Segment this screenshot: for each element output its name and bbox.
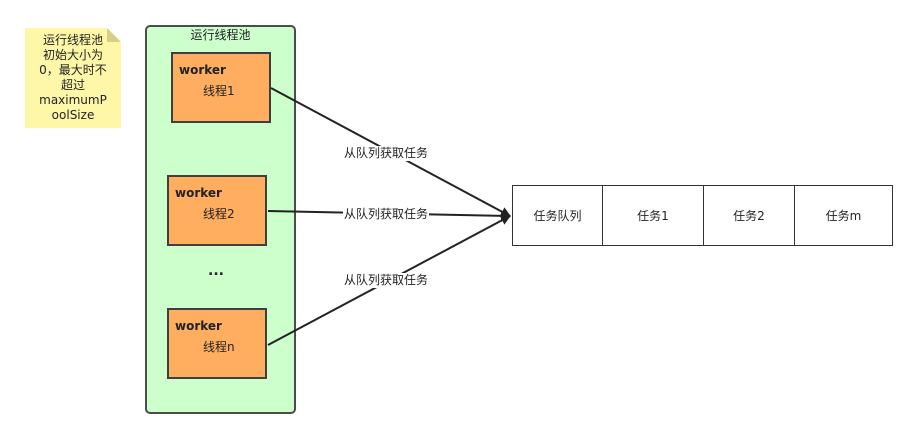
- worker-label: worker: [175, 319, 222, 333]
- worker-box-n: worker 线程n: [167, 308, 267, 379]
- thread-label: 线程1: [203, 84, 235, 98]
- sticky-note: 运行线程池 初始大小为 0，最大时不 超过 maximumP oolSize: [25, 28, 121, 128]
- worker-box-1: worker 线程1: [171, 52, 271, 123]
- task-queue: 任务队列 任务1 任务2 任务m: [512, 185, 893, 246]
- note-fold-corner: [107, 28, 121, 42]
- worker-label: worker: [179, 63, 226, 77]
- workers-ellipsis: ...: [208, 263, 224, 279]
- note-line: 0，最大时不: [39, 63, 107, 77]
- note-line: 超过: [60, 78, 85, 92]
- link-label-3: 从队列获取任务: [343, 273, 430, 288]
- pool-title: 运行线程池: [190, 28, 251, 42]
- note-line: maximumP: [39, 93, 107, 107]
- queue-cell-header: 任务队列: [513, 186, 603, 245]
- link-label-2: 从队列获取任务: [343, 207, 430, 222]
- thread-label: 线程2: [203, 207, 235, 221]
- queue-cell-task-m: 任务m: [825, 209, 862, 223]
- link-label-1: 从队列获取任务: [343, 146, 430, 161]
- thread-label: 线程n: [203, 340, 235, 354]
- note-line: oolSize: [51, 108, 95, 122]
- worker-box-2: worker 线程2: [167, 175, 267, 246]
- worker-label: worker: [175, 186, 222, 200]
- note-line: 初始大小为: [42, 48, 103, 62]
- note-line: 运行线程池: [42, 33, 103, 47]
- queue-cell-task-1: 任务1: [603, 186, 704, 245]
- queue-cell-task-2: 任务2: [704, 186, 795, 245]
- note-text: 运行线程池 初始大小为 0，最大时不 超过 maximumP oolSize: [33, 33, 113, 123]
